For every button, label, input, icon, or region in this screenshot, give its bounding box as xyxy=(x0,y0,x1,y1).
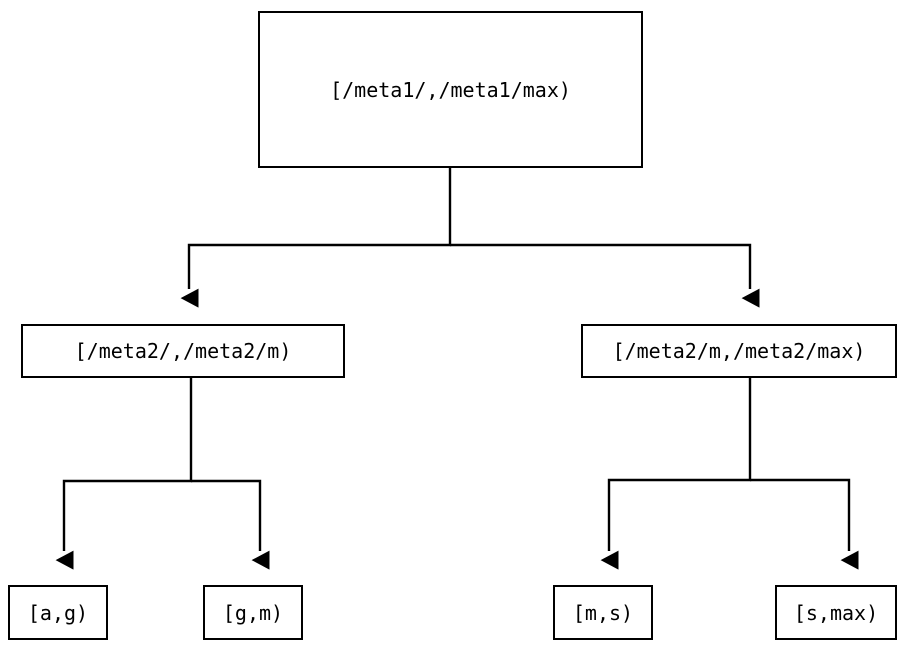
node-leaf-2-label: [g,m) xyxy=(222,600,284,625)
node-mid-left-label: [/meta2/,/meta2/m) xyxy=(74,339,292,363)
node-leaf-2: [g,m) xyxy=(203,585,303,640)
node-leaf-1-label: [a,g) xyxy=(27,600,89,625)
node-leaf-1: [a,g) xyxy=(8,585,108,640)
node-mid-left: [/meta2/,/meta2/m) xyxy=(21,324,345,378)
node-root: [/meta1/,/meta1/max) xyxy=(258,11,643,168)
node-root-label: [/meta1/,/meta1/max) xyxy=(330,77,571,102)
edge-root-to-mid-right xyxy=(450,243,760,308)
node-mid-right-label: [/meta2/m,/meta2/max) xyxy=(612,339,866,363)
edge-root-to-mid-left xyxy=(180,168,452,308)
edge-mid-left-to-leaf-2 xyxy=(191,479,270,570)
node-leaf-4-label: [s,max) xyxy=(793,600,879,625)
edge-mid-right-to-leaf-3 xyxy=(600,378,752,570)
node-leaf-4: [s,max) xyxy=(775,585,897,640)
edge-mid-left-to-leaf-1 xyxy=(55,378,193,570)
edge-mid-right-to-leaf-4 xyxy=(750,478,859,570)
node-leaf-3-label: [m,s) xyxy=(572,600,634,625)
node-mid-right: [/meta2/m,/meta2/max) xyxy=(581,324,897,378)
node-leaf-3: [m,s) xyxy=(553,585,653,640)
